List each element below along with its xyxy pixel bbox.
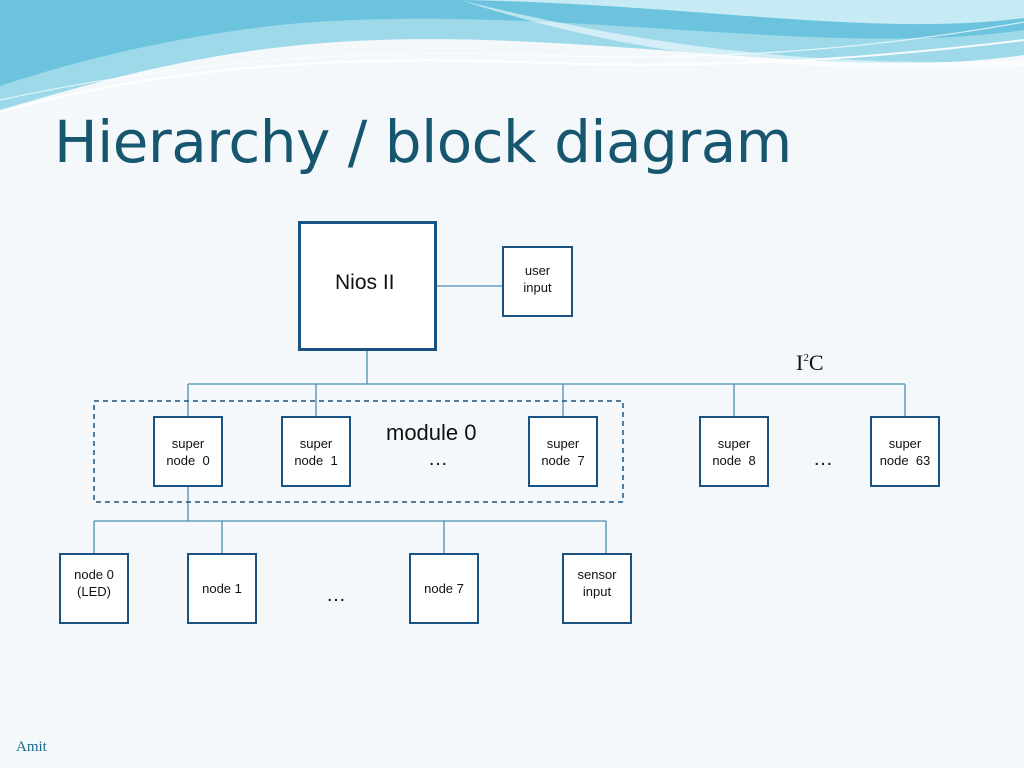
nios-ii-label: Nios II	[335, 271, 395, 294]
super-node-label: super node 1	[294, 435, 338, 468]
module-0-label: module 0	[386, 420, 477, 445]
super-node-label: super node 63	[879, 435, 931, 468]
super-node-0-box: super node 0	[153, 416, 223, 487]
super-node-8-box: super node 8	[699, 416, 769, 487]
footer-author: Amit	[16, 739, 47, 755]
node-1-box: node 1	[187, 553, 257, 624]
node-label: node 0 (LED)	[74, 566, 114, 599]
nios-ii-box: Nios II	[298, 221, 437, 351]
super-node-label: super node 8	[712, 435, 756, 468]
module-0-boundary	[93, 400, 624, 503]
header-wave-banner	[0, 0, 1024, 113]
slide-title: Hierarchy / block diagram	[54, 108, 792, 176]
module-ellipsis: …	[428, 448, 449, 470]
user-input-box: user input	[502, 246, 573, 317]
super-node-1-box: super node 1	[281, 416, 351, 487]
sensor-input-box: sensor input	[562, 553, 632, 624]
node-label: node 7	[424, 581, 464, 596]
node-label: sensor input	[577, 566, 617, 599]
node-7-box: node 7	[409, 553, 479, 624]
nodes-ellipsis: …	[326, 584, 347, 606]
super-node-63-box: super node 63	[870, 416, 940, 487]
user-input-label: user input	[523, 262, 552, 295]
node-0-box: node 0 (LED)	[59, 553, 129, 624]
super-node-label: super node 0	[166, 435, 210, 468]
super-node-7-box: super node 7	[528, 416, 598, 487]
super-node-label: super node 7	[541, 435, 585, 468]
super-nodes-ellipsis: …	[813, 448, 834, 470]
node-label: node 1	[202, 581, 242, 596]
i2c-label: I2C	[796, 350, 824, 375]
